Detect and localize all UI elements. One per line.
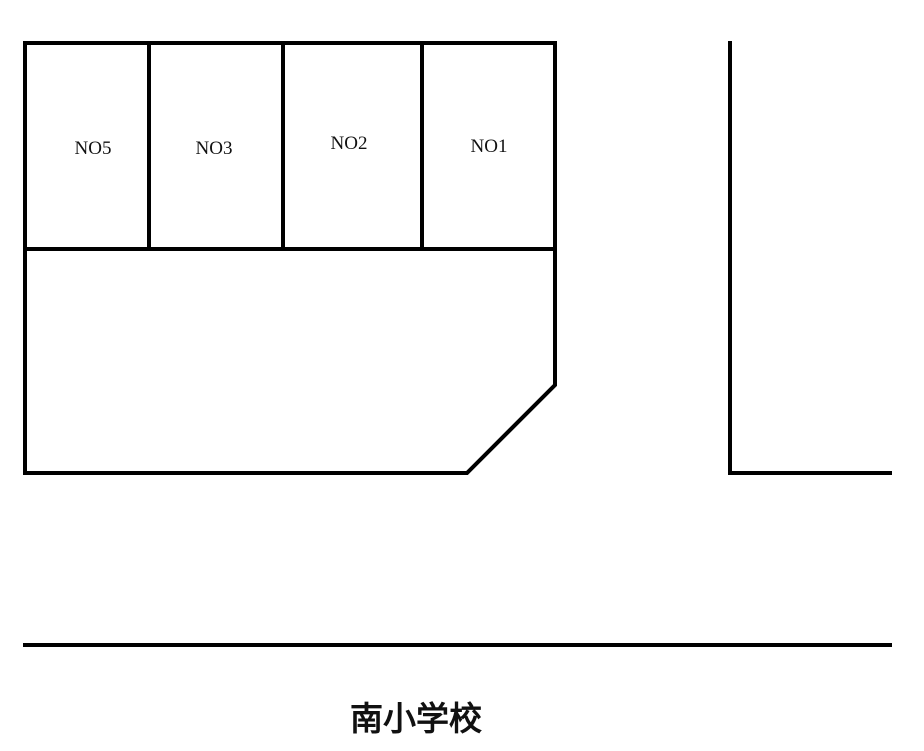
- lot-label-no1: NO1: [471, 136, 508, 157]
- building-outline: [23, 41, 557, 475]
- school-label: 南小学校: [350, 699, 482, 738]
- lot-label-no3: NO3: [196, 138, 233, 159]
- lot-label-no5: NO5: [75, 138, 112, 159]
- road-boundary-right: [728, 41, 892, 475]
- lot-label-no2: NO2: [331, 133, 368, 154]
